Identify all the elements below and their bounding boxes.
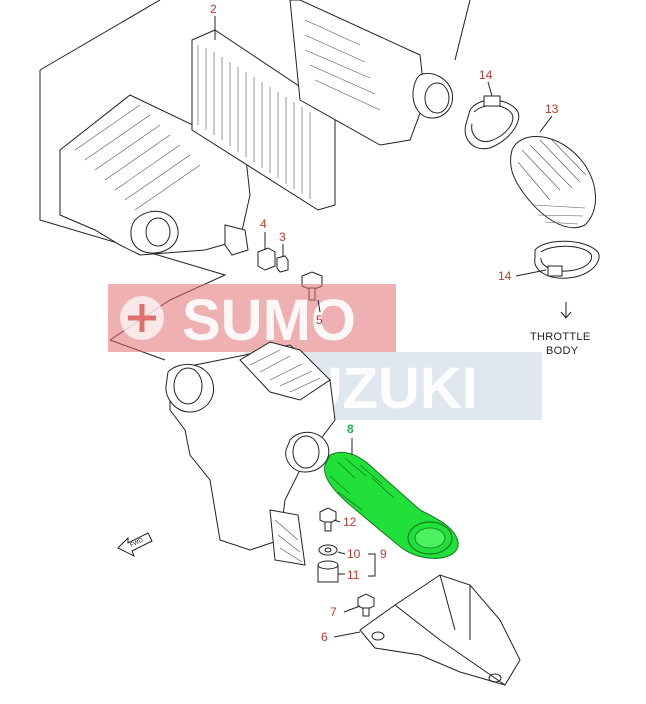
grommet-part-11 xyxy=(317,560,339,583)
throttle-note-line2: BODY xyxy=(546,345,579,357)
callout-4: 4 xyxy=(260,217,267,231)
air-intake-resonator xyxy=(165,341,336,566)
intake-hose-part-8 xyxy=(324,451,459,559)
callout-12: 12 xyxy=(343,515,357,529)
spacer-part-3 xyxy=(276,255,289,273)
bracket-part-6 xyxy=(359,574,521,686)
bolt-part-7 xyxy=(357,593,375,617)
callout-labels: 2 14 13 4 3 14 5 8 12 10 9 11 7 6 xyxy=(210,2,559,644)
callout-5: 5 xyxy=(316,313,323,327)
washer-part-10 xyxy=(318,544,338,556)
callout-14-lower: 14 xyxy=(498,269,512,283)
callout-10: 10 xyxy=(347,547,361,561)
callout-9: 9 xyxy=(380,547,387,561)
throttle-hose-assembly xyxy=(464,95,600,319)
callout-13: 13 xyxy=(545,102,559,116)
bolt-part-12 xyxy=(319,507,337,532)
fwd-arrow-icon: FWD xyxy=(117,532,153,558)
callout-6: 6 xyxy=(321,630,328,644)
callout-8: 8 xyxy=(347,422,354,436)
grommet-part-4 xyxy=(257,247,276,271)
callout-2: 2 xyxy=(210,2,217,16)
callout-14-upper: 14 xyxy=(479,68,493,82)
throttle-body-note: THROTTLE BODY xyxy=(530,331,590,357)
callout-7: 7 xyxy=(330,605,337,619)
fwd-label: FWD xyxy=(129,537,145,548)
callout-3: 3 xyxy=(279,230,286,244)
throttle-note-line1: THROTTLE xyxy=(530,331,590,343)
leader-lines xyxy=(214,16,553,638)
air-cleaner-upper-assembly xyxy=(39,0,471,361)
sumo-logo-icon xyxy=(120,296,164,340)
callout-11: 11 xyxy=(347,568,360,582)
